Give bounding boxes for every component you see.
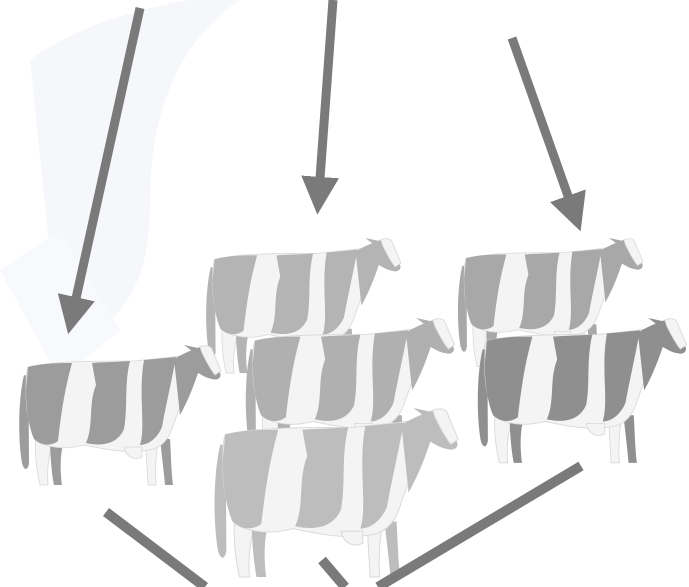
cow-right (477, 318, 688, 464)
connector-right (375, 461, 584, 587)
background-watermark (0, 0, 240, 380)
connector-left-inner (318, 556, 349, 587)
arrow-right (507, 36, 586, 232)
connector-left (102, 508, 209, 587)
arrows-group (57, 0, 586, 335)
cow-left (18, 345, 222, 486)
connectors-group (102, 461, 584, 587)
arrow-middle (301, 0, 339, 215)
cow-front (213, 408, 459, 578)
arrow-left (57, 7, 145, 335)
